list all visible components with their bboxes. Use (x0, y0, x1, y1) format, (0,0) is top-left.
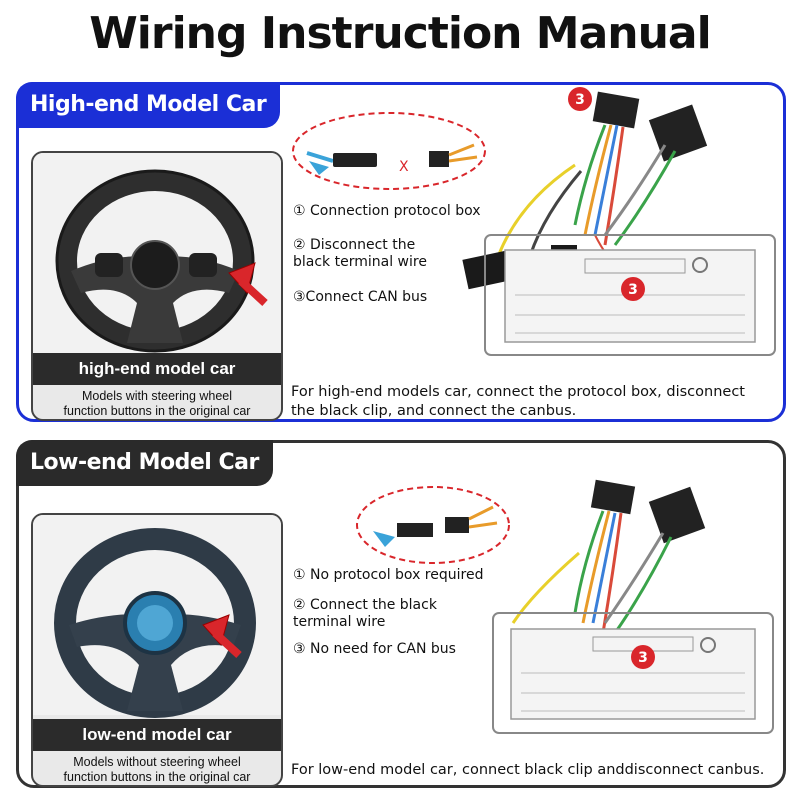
step-2-cont: terminal wire (293, 614, 386, 630)
step-1: ① Connection protocol box (293, 203, 481, 219)
note-line: the black clip, and connect the canbus. (291, 403, 577, 419)
low-end-car-description: Models without steering wheel function b… (33, 755, 281, 785)
x-mark: X (399, 159, 409, 175)
step-3: ③Connect CAN bus (293, 289, 428, 305)
car-desc-line: function buttons in the original car (63, 404, 251, 418)
low-end-car-label: low-end model car (33, 719, 281, 751)
high-end-panel: High-end Model Car high-end model car Mo… (16, 82, 786, 422)
connector-detail-ellipse: X (292, 112, 486, 190)
steering-wheel-icon (54, 528, 256, 718)
step-2-cont: black terminal wire (293, 254, 427, 270)
high-end-car-card: high-end model car Models with steering … (31, 151, 283, 421)
steering-wheel-icon (55, 169, 268, 353)
low-end-tab: Low-end Model Car (16, 440, 273, 486)
high-end-car-label: high-end model car (33, 353, 281, 385)
high-end-tab: High-end Model Car (16, 82, 281, 128)
wiring-harness-diagram: 3 3 (462, 87, 776, 356)
car-desc-line: Models with steering wheel (81, 389, 233, 403)
car-desc-line: function buttons in the original car (63, 770, 251, 784)
low-end-note: For low-end model car, connect black cli… (291, 762, 765, 778)
marker-3-unit: 3 (638, 650, 648, 666)
steering-wheel-image (33, 515, 281, 718)
step-3: ③ No need for CAN bus (293, 641, 456, 657)
step-2: ② Disconnect the (293, 237, 416, 253)
step-1: ① No protocol box required (293, 567, 484, 583)
page-title: Wiring Instruction Manual (89, 8, 711, 59)
wiring-harness-diagram: 3 (492, 479, 774, 734)
marker-3-unit: 3 (628, 282, 638, 298)
steering-wheel-image (33, 153, 281, 353)
connector-detail-ellipse (356, 486, 510, 564)
marker-3-top: 3 (575, 92, 585, 108)
step-2: ② Connect the black (293, 597, 437, 613)
note-line: For high-end models car, connect the pro… (291, 384, 745, 400)
high-end-car-description: Models with steering wheel function butt… (33, 389, 281, 419)
car-desc-line: Models without steering wheel (73, 755, 241, 769)
low-end-car-card: low-end model car Models without steerin… (31, 513, 283, 787)
high-end-note: For high-end models car, connect the pro… (291, 383, 745, 421)
low-end-panel: Low-end Model Car low-end model car Mode… (16, 440, 786, 788)
